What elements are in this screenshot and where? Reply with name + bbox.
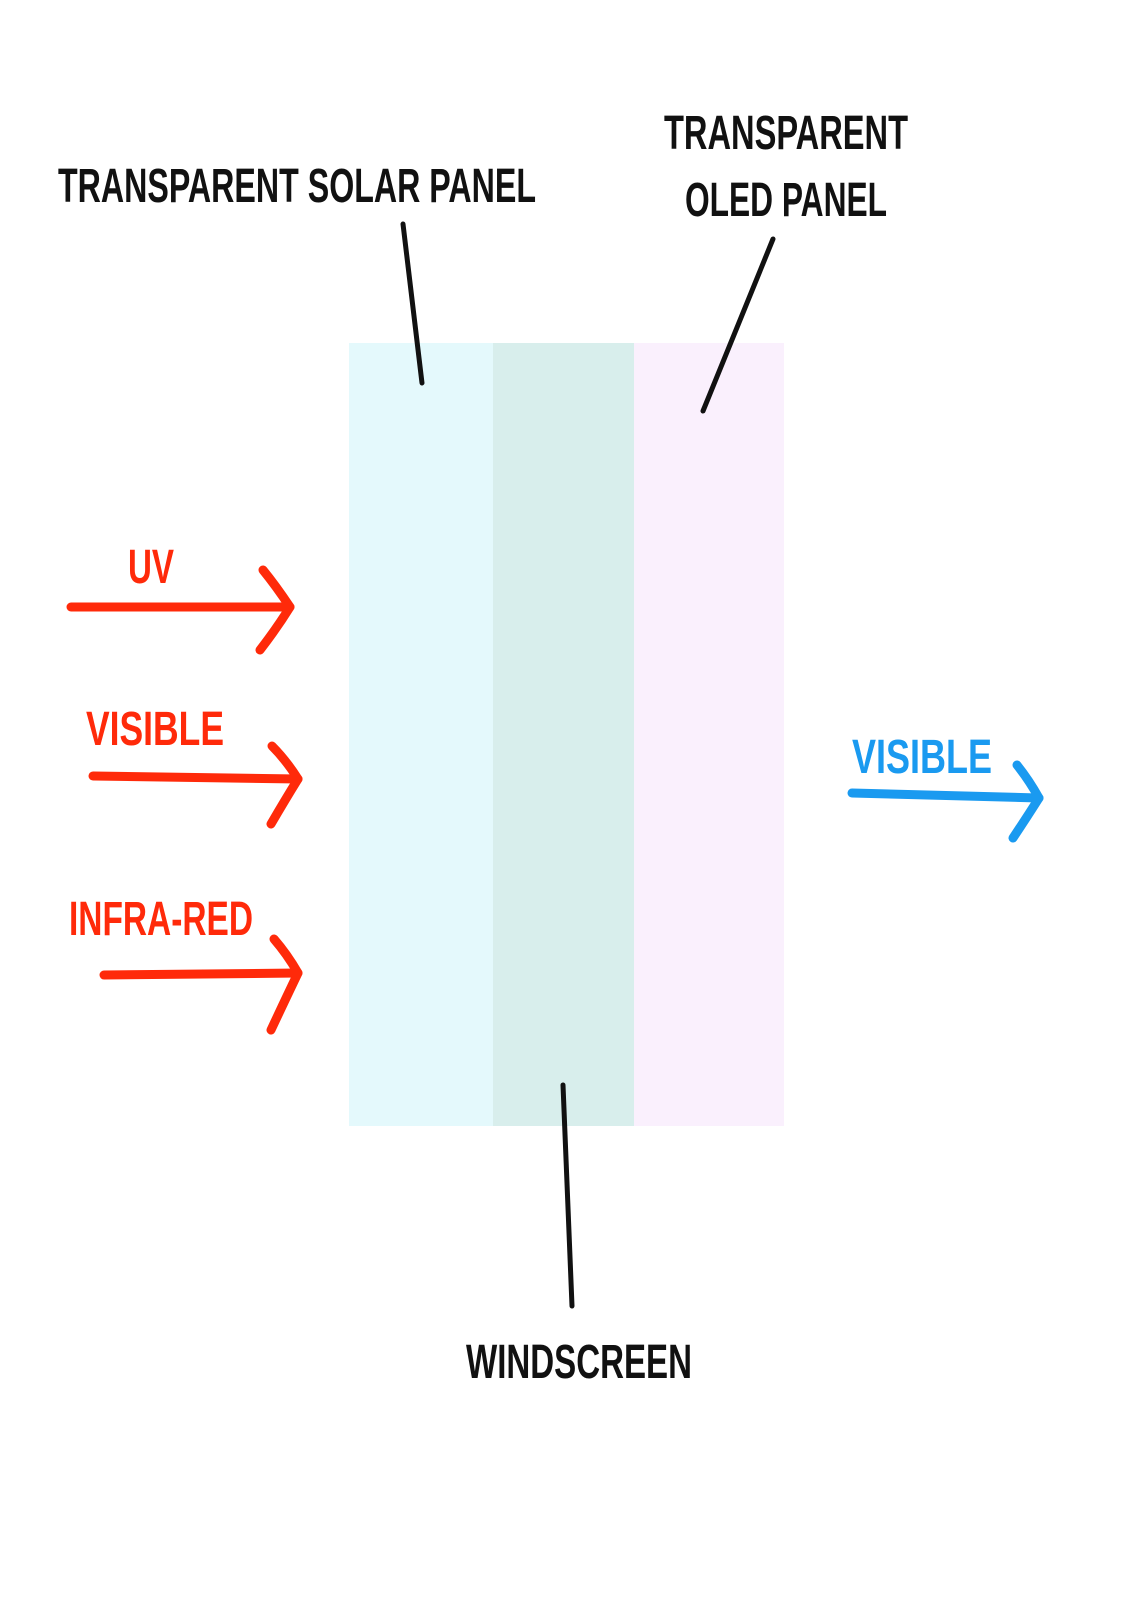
incoming-visible-arrow <box>88 741 303 829</box>
incoming-visible-label: VISIBLE <box>86 703 224 756</box>
solar-panel-layer <box>349 343 495 1126</box>
windscreen-label: WINDSCREEN <box>466 1336 692 1389</box>
windscreen-leader <box>560 1082 575 1309</box>
solar-panel-label: TRANSPARENT SOLAR PANEL <box>58 160 536 213</box>
infra-red-arrow <box>99 934 303 1035</box>
infra-red-label: INFRA-RED <box>69 893 253 946</box>
oled-panel-label-line2: OLED PANEL <box>685 174 887 227</box>
uv-label: UV <box>128 541 174 594</box>
solar-panel-leader <box>400 221 425 386</box>
outgoing-visible-arrow <box>847 760 1044 843</box>
windscreen-layer <box>493 343 636 1126</box>
outgoing-visible-label: VISIBLE <box>852 731 992 784</box>
oled-panel-layer <box>634 343 784 1126</box>
uv-arrow <box>66 565 295 655</box>
oled-panel-leader <box>700 236 776 414</box>
oled-panel-label-line1: TRANSPARENT <box>664 107 908 160</box>
